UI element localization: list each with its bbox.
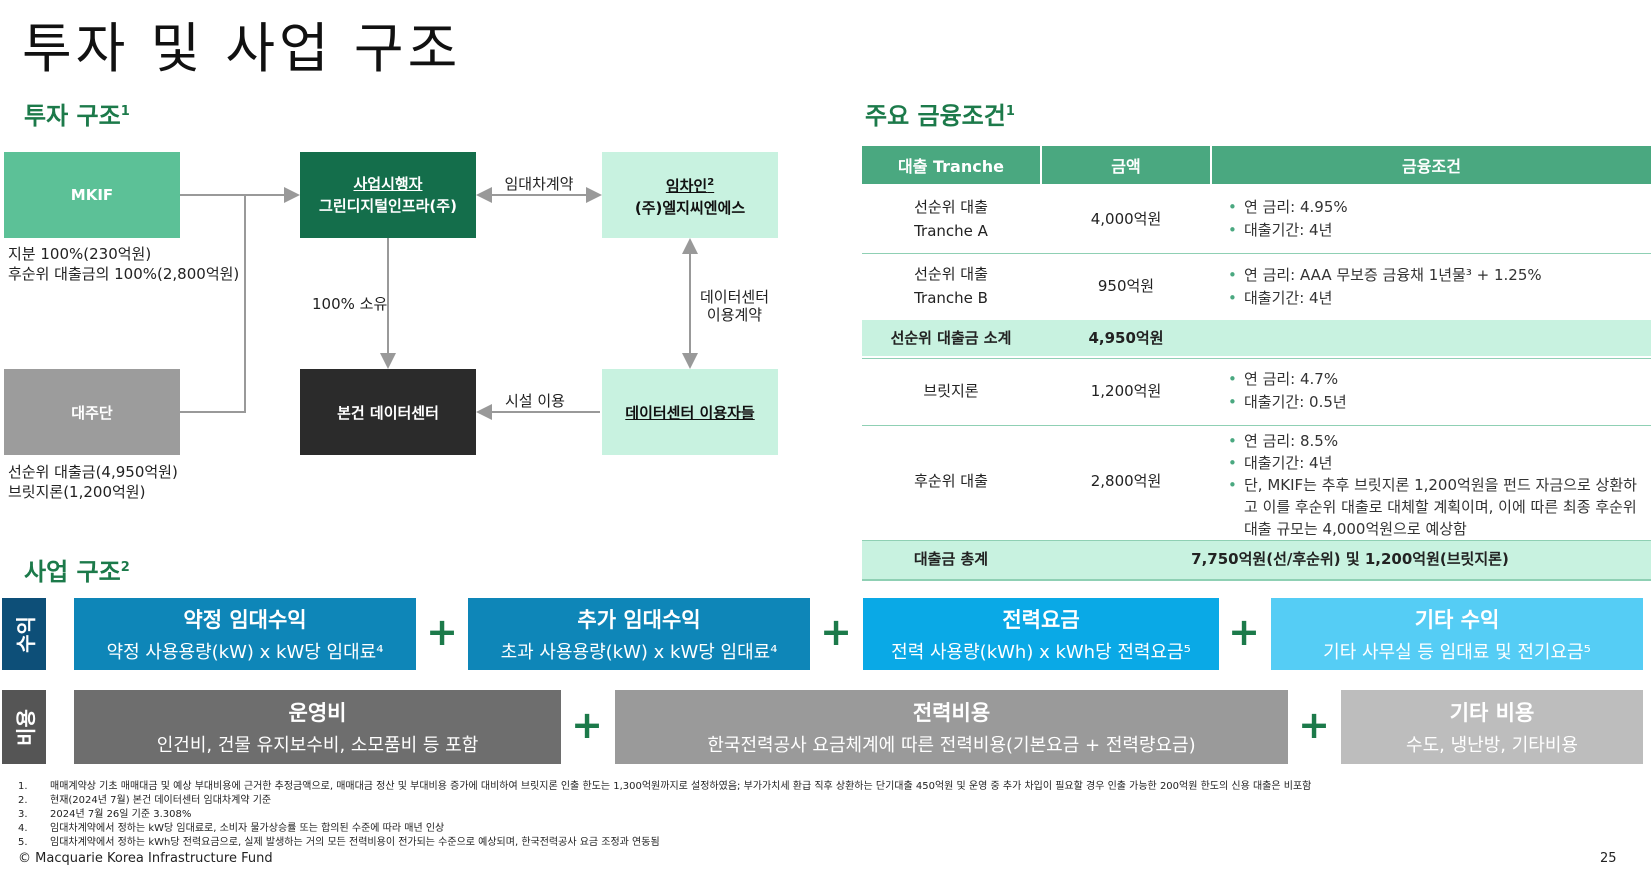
plus-icon: + <box>426 610 458 654</box>
footnotes: 1.매매계약상 기초 매매대금 및 예상 부대비용에 근거한 추정금액으로, 매… <box>18 781 1312 848</box>
subtotal-band <box>862 320 1651 356</box>
investment-connectors <box>180 187 698 420</box>
page-title: 투자 및 사업 구조 <box>22 17 462 80</box>
total-amount: 7,750억원(선/후순위) 및 1,200억원(브릿지론) <box>1191 550 1509 568</box>
sub-loan-amount: 2,800억원 <box>1090 472 1162 490</box>
tranche-a-amount: 4,000억원 <box>1090 210 1162 228</box>
tranche-a-terms: 연 금리: 4.95%대출기간: 4년 <box>1228 196 1348 242</box>
finance-heading: 주요 금융조건1 <box>865 102 1015 130</box>
copyright: © Macquarie Korea Infrastructure Fund <box>18 851 273 866</box>
col-amount: 금액 <box>1042 146 1210 184</box>
subtotal-label: 선순위 대출금 소계 <box>890 329 1012 347</box>
tranche-b-amount: 950억원 <box>1097 277 1155 295</box>
users-box: 데이터센터 이용자들 <box>602 369 778 455</box>
row-divider <box>862 425 1651 426</box>
own-label: 100% 소유 <box>312 295 388 313</box>
page-number: 25 <box>1600 851 1617 866</box>
mkif-note: 지분 100%(230억원)후순위 대출금의 100%(2,800억원) <box>8 245 240 283</box>
bridge-terms: 연 금리: 4.7%대출기간: 0.5년 <box>1228 368 1347 414</box>
row-divider <box>862 358 1651 359</box>
lease-label: 임대차계약 <box>504 175 574 193</box>
col-tranche: 대출 Tranche <box>862 146 1040 184</box>
revenue-sidebar: 수익 <box>2 598 46 670</box>
plus-icon: + <box>571 703 603 747</box>
datacenter-box: 본건 데이터센터 <box>300 369 476 455</box>
plus-icon: + <box>1228 610 1260 654</box>
sub-loan-terms: 연 금리: 8.5%대출기간: 4년단, MKIF는 추후 브릿지론 1,200… <box>1228 430 1646 540</box>
bridge-name: 브릿지론 <box>923 382 979 400</box>
cost-sidebar: 비용 <box>2 690 46 764</box>
plus-icon: + <box>820 610 852 654</box>
subtotal-amount: 4,950억원 <box>1088 329 1164 347</box>
total-band <box>862 540 1651 581</box>
lenders-box: 대주단 <box>4 369 180 455</box>
plus-icon: + <box>1298 703 1330 747</box>
investment-heading: 투자 구조1 <box>24 102 130 130</box>
facility-label: 시설 이용 <box>505 392 565 410</box>
col-terms: 금융조건 <box>1212 146 1651 184</box>
bridge-amount: 1,200억원 <box>1090 382 1162 400</box>
lessee-box: 임차인2(주)엘지씨엔에스 <box>602 152 778 238</box>
lenders-note: 선순위 대출금(4,950억원)브릿지론(1,200억원) <box>8 463 178 501</box>
mkif-box: MKIF <box>4 152 180 238</box>
row-divider <box>862 253 1651 254</box>
business-heading: 사업 구조2 <box>24 558 130 586</box>
total-label: 대출금 총계 <box>913 550 989 568</box>
tranche-b-terms: 연 금리: AAA 무보증 금융채 1년물³ + 1.25%대출기간: 4년 <box>1228 264 1542 310</box>
sub-loan-name: 후순위 대출 <box>914 472 988 490</box>
